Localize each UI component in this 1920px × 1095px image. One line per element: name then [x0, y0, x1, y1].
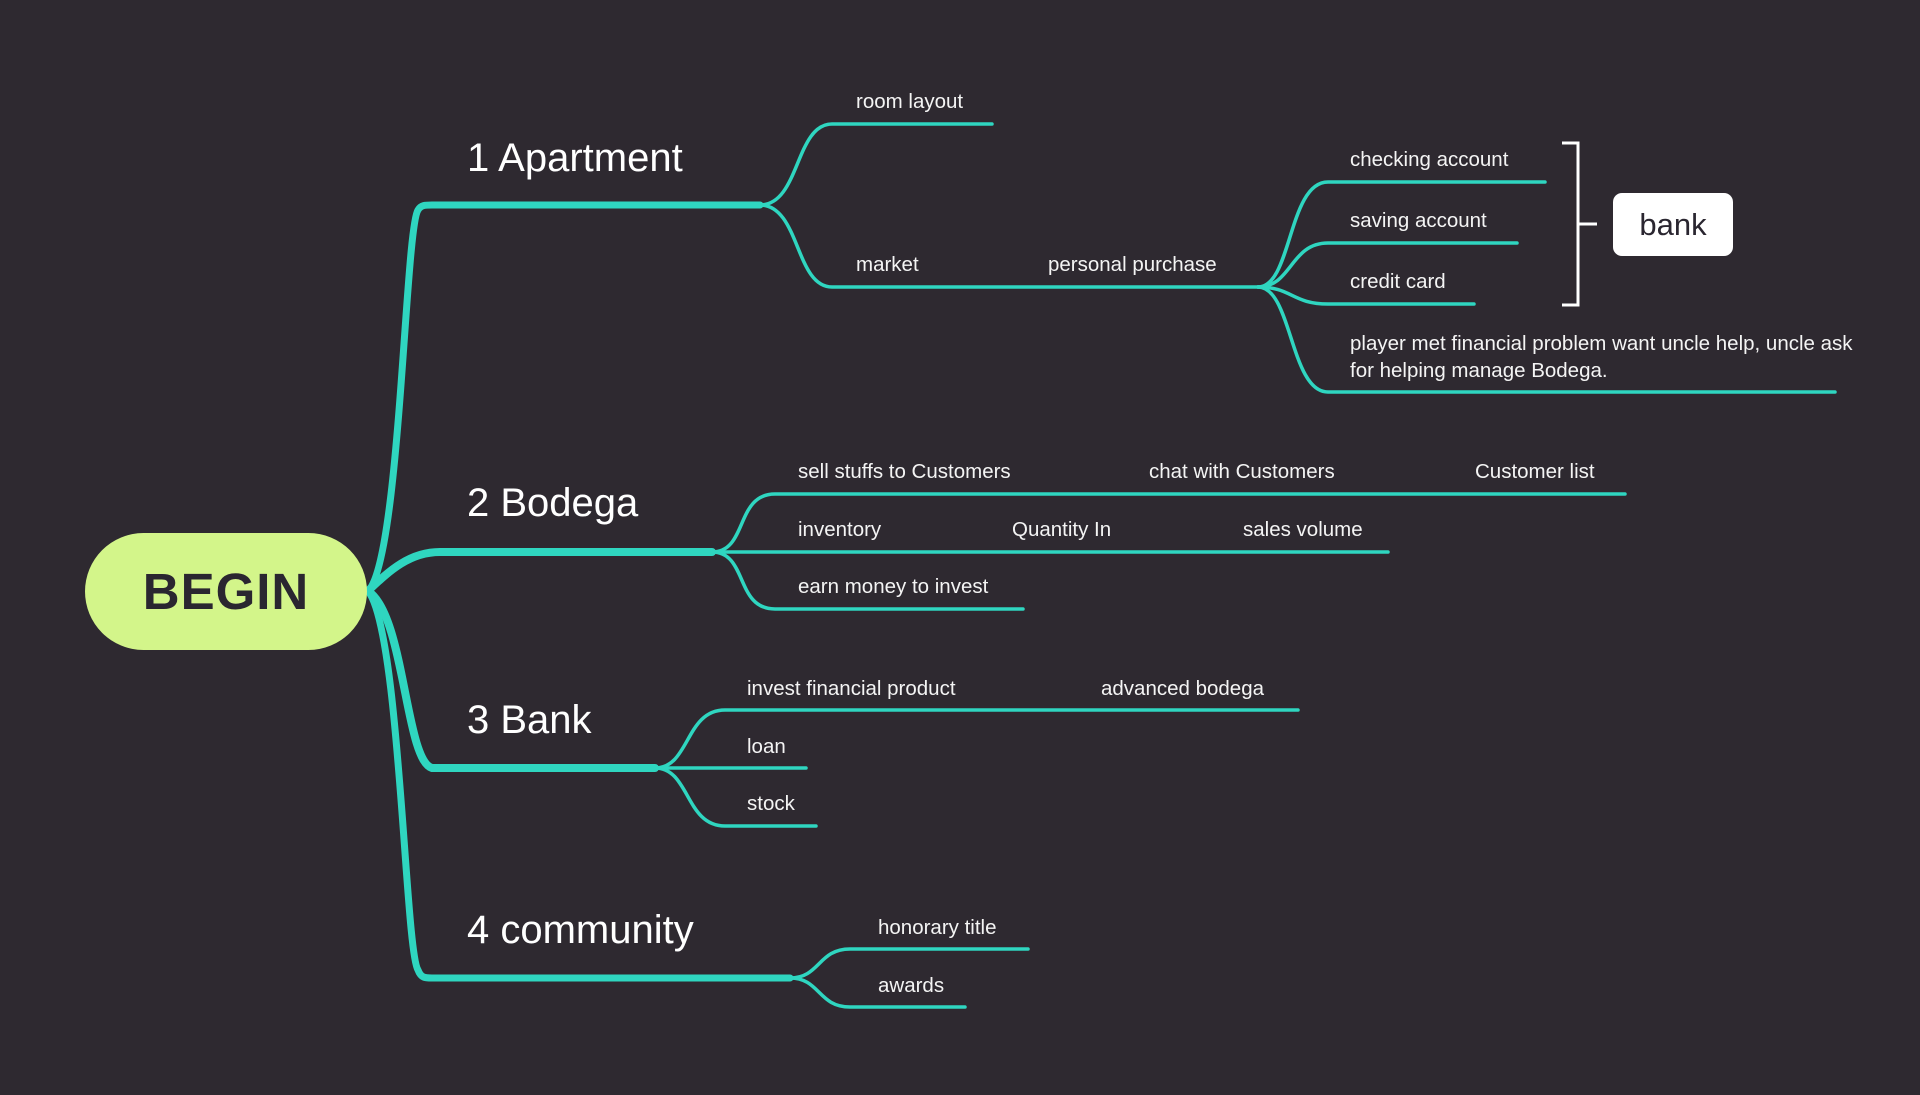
connector-root-community	[364, 587, 794, 982]
connector-apartment-market	[758, 203, 1260, 289]
connector-root-apartment	[364, 201, 764, 595]
connector-community-awards	[788, 976, 967, 1009]
leaf-saving-account[interactable]: saving account	[1350, 209, 1487, 232]
connector-community-honorary	[788, 947, 1030, 980]
leaf-loan[interactable]: loan	[747, 735, 786, 758]
leaf-stock[interactable]: stock	[747, 792, 795, 815]
connector-apartment-room-layout	[758, 122, 994, 207]
connector-root-bodega	[364, 548, 716, 595]
connector-pp-saving	[1256, 241, 1519, 289]
leaf-market[interactable]: market	[856, 253, 919, 276]
leaf-financial-problem[interactable]: player met financial problem want uncle …	[1350, 332, 1853, 382]
leaf-invest-financial-product[interactable]: invest financial product	[747, 677, 956, 700]
connector-pp-financial-problem	[1256, 285, 1837, 394]
branch-bank-title[interactable]: 3 Bank	[467, 698, 592, 742]
connector-bodega-sell	[710, 492, 1627, 554]
leaf-personal-purchase[interactable]: personal purchase	[1048, 253, 1217, 276]
connector-bank-invest	[653, 708, 1300, 770]
leaf-credit-card[interactable]: credit card	[1350, 270, 1446, 293]
leaf-advanced-bodega[interactable]: advanced bodega	[1101, 677, 1265, 700]
leaf-sell-stuffs[interactable]: sell stuffs to Customers	[798, 460, 1011, 483]
leaf-checking-account[interactable]: checking account	[1350, 148, 1509, 171]
branch-apartment-title[interactable]: 1 Apartment	[467, 136, 683, 180]
connector-bank-stock	[653, 766, 818, 828]
leaf-customer-list[interactable]: Customer list	[1475, 460, 1595, 483]
connector-pp-credit	[1256, 285, 1476, 306]
leaf-chat-with-customers[interactable]: chat with Customers	[1149, 460, 1335, 483]
branch-bodega-title[interactable]: 2 Bodega	[467, 481, 639, 525]
bank-bracket	[1562, 141, 1597, 307]
connector-root-bank	[364, 587, 659, 772]
connector-pp-checking	[1256, 180, 1547, 289]
leaf-earn-money[interactable]: earn money to invest	[798, 575, 989, 598]
root-node-begin[interactable]: BEGIN	[85, 533, 367, 650]
connector-bodega-earn	[710, 550, 1025, 611]
leaf-inventory[interactable]: inventory	[798, 518, 882, 541]
leaf-awards[interactable]: awards	[878, 974, 945, 997]
leaf-sales-volume[interactable]: sales volume	[1243, 518, 1363, 541]
branch-community-title[interactable]: 4 community	[467, 908, 694, 952]
leaf-room-layout[interactable]: room layout	[856, 90, 964, 113]
leaf-quantity-in[interactable]: Quantity In	[1012, 518, 1112, 541]
leaf-honorary-title[interactable]: honorary title	[878, 916, 997, 939]
bank-group-box[interactable]: bank	[1613, 193, 1733, 256]
